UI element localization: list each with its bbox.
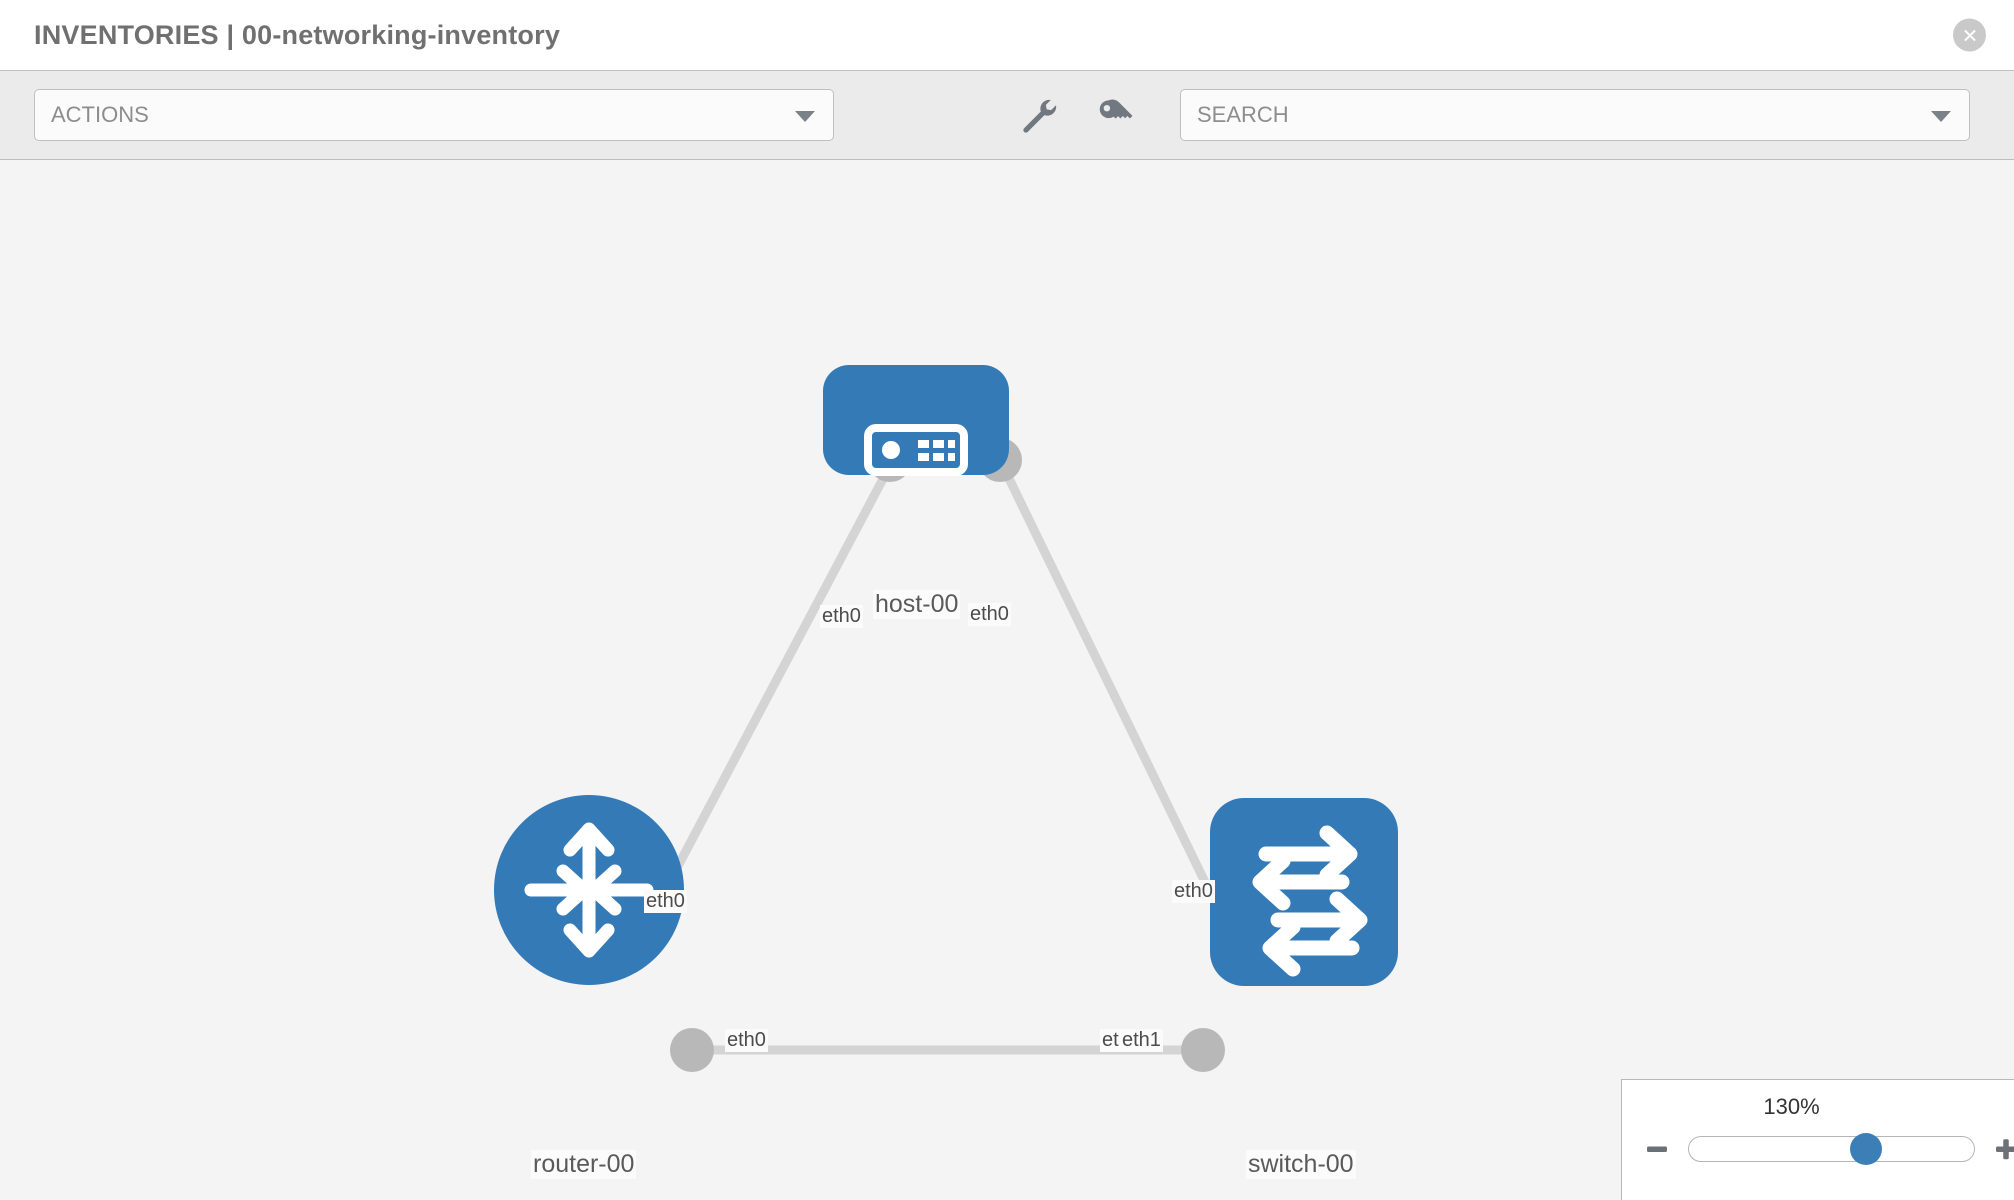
actions-dropdown[interactable]: ACTIONS	[34, 89, 834, 141]
port-router-00-eth0[interactable]	[670, 1028, 714, 1072]
plus-icon	[1996, 1139, 2014, 1160]
switch-arrows-icon	[1252, 825, 1368, 977]
node-switch-00[interactable]	[1210, 798, 1398, 986]
zoom-in-button[interactable]	[1989, 1132, 2014, 1166]
port-switch-00-eth1[interactable]	[1181, 1028, 1225, 1072]
chevron-down-icon	[1931, 111, 1951, 122]
topology-ports	[670, 438, 1255, 1072]
key-icon[interactable]	[1096, 95, 1136, 135]
link-router-00-host-00[interactable]	[656, 457, 897, 903]
minus-icon	[1647, 1146, 1667, 1152]
toolbar-icon-group	[1020, 95, 1136, 135]
edge-label-host-00-eth0-left: eth0	[820, 605, 863, 628]
node-host-00-shape[interactable]	[823, 365, 1009, 475]
page-title: INVENTORIES | 00-networking-inventory	[34, 19, 561, 50]
server-icon	[864, 424, 968, 476]
close-icon	[1963, 29, 1976, 41]
actions-dropdown-label: ACTIONS	[51, 102, 149, 127]
node-host-00[interactable]	[823, 365, 1009, 476]
close-button[interactable]	[1953, 18, 1986, 52]
edge-label-router-00-eth0: eth0	[725, 1029, 768, 1052]
edge-label-switch-00-eth1: eth1	[1120, 1029, 1163, 1052]
edge-label-switch-00-uplink-eth0: eth0	[1172, 880, 1215, 903]
edge-label-router-00-uplink-eth0: eth0	[644, 890, 687, 913]
wrench-icon[interactable]	[1020, 95, 1060, 135]
chevron-down-icon	[795, 111, 815, 122]
topology-canvas[interactable]: eth0 eth0 eth0 eth0 eth0 eth0 eth1 host-…	[0, 160, 2014, 1200]
zoom-control-panel: 130%	[1621, 1079, 2014, 1200]
search-input-placeholder[interactable]: SEARCH	[1197, 102, 1289, 127]
page-header: INVENTORIES | 00-networking-inventory	[0, 0, 2014, 70]
node-label-switch-00: switch-00	[1246, 1150, 1356, 1179]
zoom-slider-row	[1622, 1132, 2014, 1166]
search-dropdown[interactable]: SEARCH	[1180, 89, 1970, 141]
zoom-level-value: 130%	[1763, 1094, 1820, 1119]
topology-links	[656, 457, 1243, 1055]
zoom-slider-track[interactable]	[1688, 1133, 1975, 1165]
link-host-00-switch-00[interactable]	[995, 458, 1243, 952]
zoom-slider-thumb[interactable]	[1849, 1133, 1882, 1165]
node-router-00[interactable]	[494, 795, 684, 985]
topology-graph	[494, 365, 1398, 1072]
router-arrows-icon	[524, 822, 654, 958]
edge-label-host-00-eth0-right: eth0	[968, 603, 1011, 626]
node-switch-00-shape[interactable]	[1210, 798, 1398, 986]
toolbar: ACTIONS SEARCH	[0, 70, 2014, 160]
node-label-router-00: router-00	[531, 1150, 637, 1179]
node-label-host-00: host-00	[873, 590, 961, 619]
zoom-out-button[interactable]	[1640, 1132, 1674, 1166]
